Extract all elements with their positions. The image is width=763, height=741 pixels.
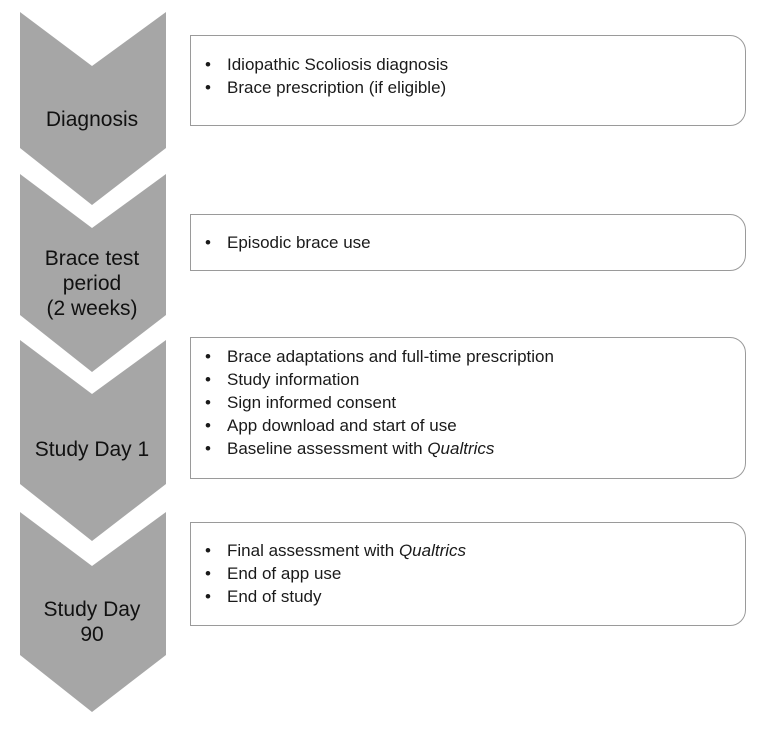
list-item: •App download and start of use — [205, 416, 457, 435]
details-box-diagnosis: •Idiopathic Scoliosis diagnosis •Brace p… — [190, 35, 746, 126]
stage-label-line: 90 — [80, 623, 104, 646]
bullet: • — [205, 233, 211, 252]
list-item: •Idiopathic Scoliosis diagnosis — [205, 55, 449, 74]
stage-label-line: Brace test — [44, 247, 140, 270]
list-item: •Sign informed consent — [205, 393, 397, 412]
bullet: • — [205, 78, 211, 97]
stage-label-line: (2 weeks) — [46, 297, 138, 320]
details-list: •Brace adaptations and full-time prescri… — [191, 345, 745, 460]
stage-label-text: Diagnosis — [45, 108, 139, 131]
chevron-diagnosis — [20, 12, 166, 205]
list-item: •Brace prescription (if eligible) — [205, 78, 447, 97]
bullet: • — [205, 564, 211, 583]
details-list: •Episodic brace use — [191, 231, 745, 254]
list-item: •Episodic brace use — [205, 233, 371, 252]
stage-label-brace-test-period: Brace test period (2 weeks) — [18, 246, 166, 321]
list-item: •Final assessment with Qualtrics — [205, 541, 467, 560]
details-list: •Final assessment with Qualtrics •End of… — [191, 539, 745, 608]
bullet: • — [205, 587, 211, 606]
stage-label-text: Study Day 1 — [34, 438, 150, 461]
bullet: • — [205, 347, 211, 366]
stage-label-line: Study Day — [43, 598, 141, 621]
list-item: •Brace adaptations and full-time prescri… — [205, 347, 554, 366]
details-list: •Idiopathic Scoliosis diagnosis •Brace p… — [191, 53, 745, 99]
bullet: • — [205, 541, 211, 560]
stage-label-study-day-1: Study Day 1 — [18, 437, 166, 462]
list-item: •Baseline assessment with Qualtrics — [205, 439, 495, 458]
chevron-study-day-1 — [20, 340, 166, 541]
chevron-study-day-90 — [20, 512, 166, 712]
flow-chevrons — [20, 12, 166, 712]
stage-label-diagnosis: Diagnosis — [18, 107, 166, 132]
list-item: •Study information — [205, 370, 360, 389]
bullet: • — [205, 416, 211, 435]
list-item: •End of app use — [205, 564, 342, 583]
chevron-brace-test — [20, 174, 166, 372]
details-box-study-day-1: •Brace adaptations and full-time prescri… — [190, 337, 746, 479]
bullet: • — [205, 439, 211, 458]
bullet: • — [205, 370, 211, 389]
bullet: • — [205, 55, 211, 74]
bullet: • — [205, 393, 211, 412]
stage-label-line: period — [62, 272, 122, 295]
list-item: •End of study — [205, 587, 322, 606]
details-box-study-day-90: •Final assessment with Qualtrics •End of… — [190, 522, 746, 626]
stage-label-study-day-90: Study Day 90 — [18, 597, 166, 647]
details-box-brace-test-period: •Episodic brace use — [190, 214, 746, 271]
